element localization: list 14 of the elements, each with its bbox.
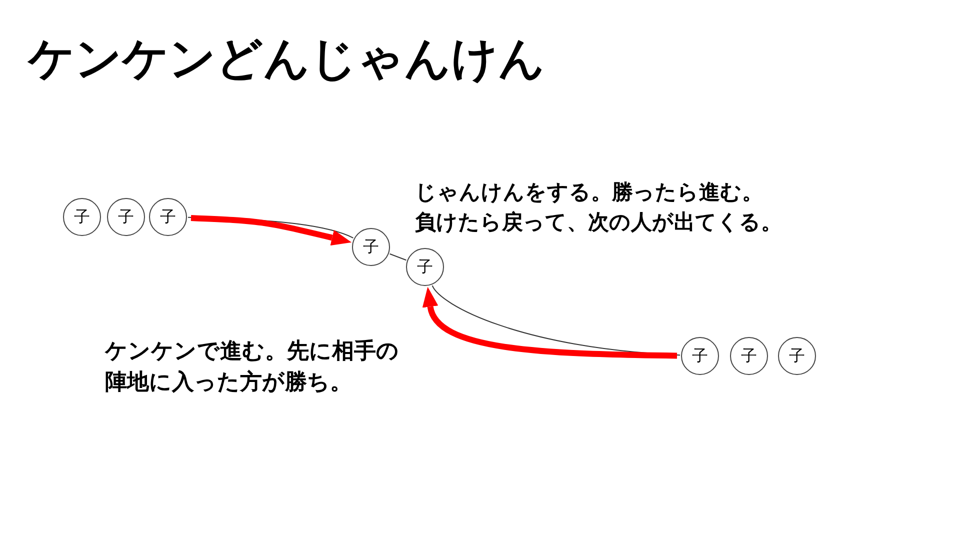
player-circle: 子 <box>406 248 444 286</box>
note-text: ケンケンで進む。先に相手の陣地に入った方が勝ち。 <box>105 338 400 397</box>
player-circle: 子 <box>730 337 768 375</box>
player-circle: 子 <box>778 337 816 375</box>
note-text: じゃんけんをする。勝ったら進む。 <box>415 179 763 206</box>
player-circle: 子 <box>352 228 390 266</box>
player-circle: 子 <box>63 198 101 236</box>
player-circle: 子 <box>149 198 187 236</box>
player-circle: 子 <box>107 198 145 236</box>
note-text: 負けたら戻って、次の人が出てくる。 <box>415 209 782 236</box>
title-text: ケンケンどんじゃんけん <box>28 30 545 87</box>
arrow <box>190 215 352 246</box>
course-line <box>389 253 407 261</box>
player-circle: 子 <box>681 337 719 375</box>
